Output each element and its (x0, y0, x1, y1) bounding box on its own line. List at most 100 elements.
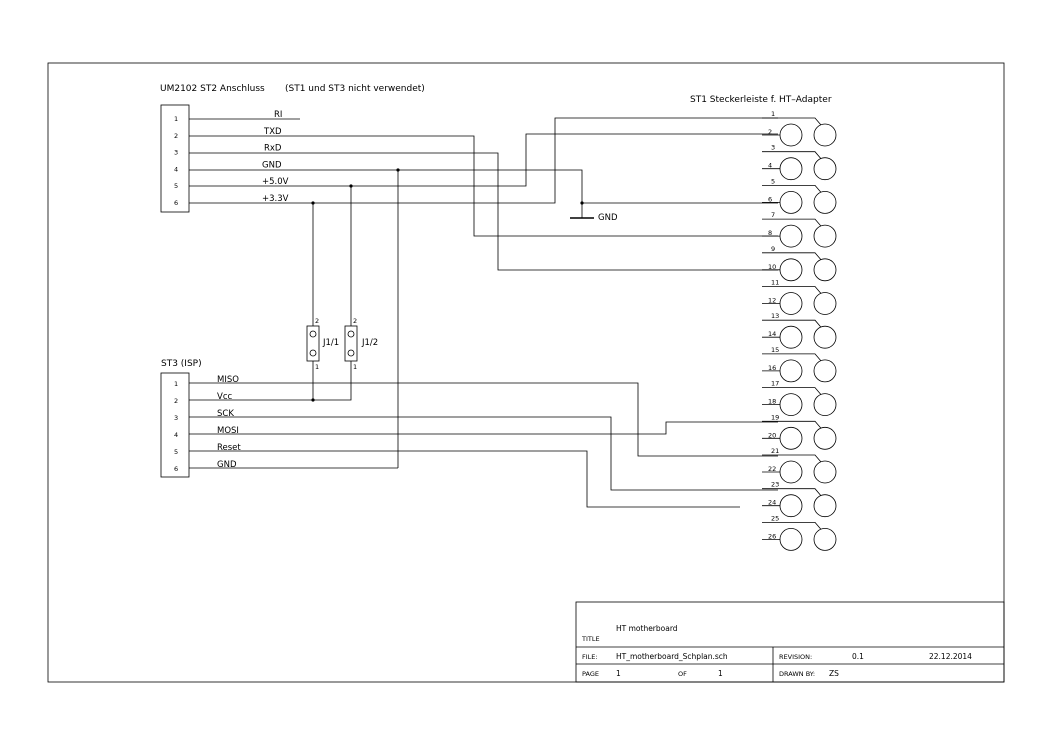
signal-label: +5.0V (262, 177, 289, 187)
sheet-border (47, 62, 1005, 683)
wire-miso (189, 382, 778, 457)
st3-connector (160, 372, 190, 478)
jumper-pin-top: 2 (315, 317, 319, 325)
revision-caption: REVISION: (779, 653, 812, 661)
file-caption: FILE: (582, 653, 598, 661)
header-contact (813, 325, 837, 349)
header-row: 25 26 (762, 514, 837, 551)
header-lead (762, 252, 822, 261)
signal-label: +3.3V (262, 194, 289, 204)
header-row: 11 12 (762, 279, 837, 315)
jumper-pin-bottom: 1 (353, 363, 357, 371)
pin-number: 1 (174, 115, 178, 123)
jumper-pin (347, 349, 355, 357)
jumper-j1-1: 2 1 J1/1 (306, 317, 339, 371)
header-pin-number: 2 (768, 128, 772, 136)
header-contact (813, 224, 837, 248)
wire-sck (189, 416, 778, 491)
header-contact (813, 123, 837, 147)
wire-j12-out (313, 361, 352, 401)
title-block-frame (575, 601, 1005, 683)
junction-dot (311, 398, 315, 402)
pin-number: 6 (174, 199, 178, 207)
header-row: 78 (762, 211, 837, 248)
header-contact (779, 528, 803, 551)
title-caption: TITLE (581, 635, 600, 643)
header-lead (762, 319, 822, 328)
revision-value: 0.1 (852, 652, 864, 661)
header-pin-number: 9 (771, 245, 775, 253)
header-pin-number: 3 (771, 144, 775, 152)
st1-title: ST1 Steckerleiste f. HT–Adapter (690, 95, 832, 105)
header-pin-number: 17 (771, 380, 779, 388)
header-contact (813, 359, 837, 383)
pin-number: 2 (174, 132, 178, 140)
wire-5v (189, 133, 778, 187)
date-value: 22.12.2014 (929, 652, 972, 661)
header-lead (762, 387, 822, 395)
header-pin-number: 10 (768, 263, 776, 271)
header-pin-number: 1 (771, 110, 775, 118)
header-lead (762, 117, 822, 126)
signal-label: GND (262, 160, 282, 170)
pin-number: 4 (174, 165, 178, 173)
signal-label: MISO (217, 375, 239, 385)
header-lead (762, 454, 822, 463)
header-pin-number: 11 (771, 279, 779, 287)
header-pin-number: 12 (768, 297, 776, 305)
jumper-label: J1/1 (322, 338, 339, 348)
header-row: 56 (762, 177, 837, 214)
pin-number: 5 (174, 448, 178, 456)
page-caption: PAGE (582, 670, 599, 678)
header-pin-number: 24 (768, 499, 776, 507)
wire-mosi (189, 421, 778, 435)
header-row: 9 10 (762, 245, 837, 282)
header-contact (779, 258, 803, 282)
of-value: 1 (718, 669, 723, 678)
header-lead (762, 522, 822, 530)
header-row: 12 (762, 110, 837, 147)
header-contact (779, 460, 803, 484)
signal-label: TXD (263, 127, 282, 137)
pin-number: 2 (174, 397, 178, 405)
jumper-label: J1/2 (361, 338, 378, 348)
header-pin-number: 14 (768, 330, 776, 338)
header-lead (762, 488, 822, 496)
jumper-pin-top: 2 (353, 317, 357, 325)
header-contact (779, 393, 803, 417)
header-pin-number: 20 (768, 431, 776, 439)
header-pin-number: 25 (771, 514, 779, 522)
header-contact (813, 258, 837, 282)
header-contact (813, 393, 837, 417)
jumper-pin (347, 330, 355, 338)
header-pin-number: 15 (771, 346, 779, 354)
header-pin-number: 26 (768, 532, 776, 540)
jumper-pin-bottom: 1 (315, 363, 319, 371)
header-pin-number: 22 (768, 465, 776, 473)
junction-dot (396, 168, 400, 172)
pin-number: 3 (174, 414, 178, 422)
of-caption: OF (678, 670, 687, 678)
junction-dot (580, 201, 584, 205)
signal-label: RxD (264, 144, 282, 154)
pin-number: 4 (174, 431, 178, 439)
gnd-label: GND (598, 213, 618, 223)
file-name: HT_motherboard_Schplan.sch (616, 652, 728, 661)
junction-dot (349, 184, 353, 188)
header-contact (813, 190, 837, 214)
header-pin-number: 19 (771, 413, 779, 421)
signal-label: SCK (217, 409, 234, 419)
pin-number: 6 (174, 465, 178, 473)
jumper-pin (309, 349, 317, 357)
header-contact (813, 426, 837, 450)
header-lead (762, 218, 822, 227)
header-lead (762, 420, 822, 429)
wire-gnd (189, 169, 778, 204)
